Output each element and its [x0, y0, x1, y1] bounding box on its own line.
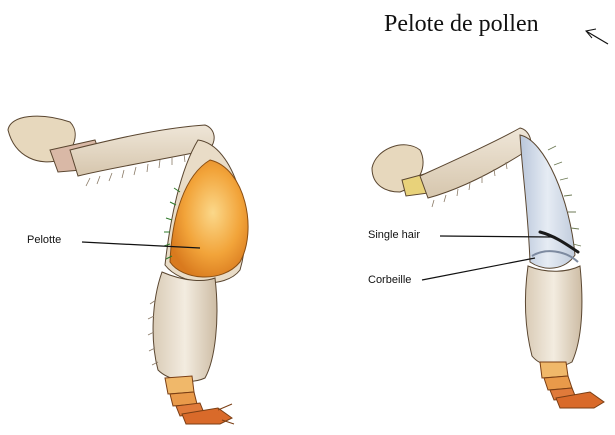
right-basitarsus	[525, 266, 582, 366]
right-leg	[372, 128, 604, 408]
right-femur	[420, 128, 531, 198]
right-tibia	[520, 135, 575, 268]
figure-title: Pelote de pollen	[384, 11, 539, 38]
label-pelotte: Pelotte	[27, 234, 61, 246]
right-tarsus	[540, 362, 604, 408]
corbeille-leader	[422, 258, 535, 280]
left-basitarsus	[153, 272, 217, 381]
pellet-pointer-arrow	[586, 31, 608, 44]
left-tarsus	[165, 376, 234, 424]
left-leg	[8, 116, 248, 424]
label-corbeille: Corbeille	[368, 274, 411, 286]
label-single-hair: Single hair	[368, 229, 420, 241]
